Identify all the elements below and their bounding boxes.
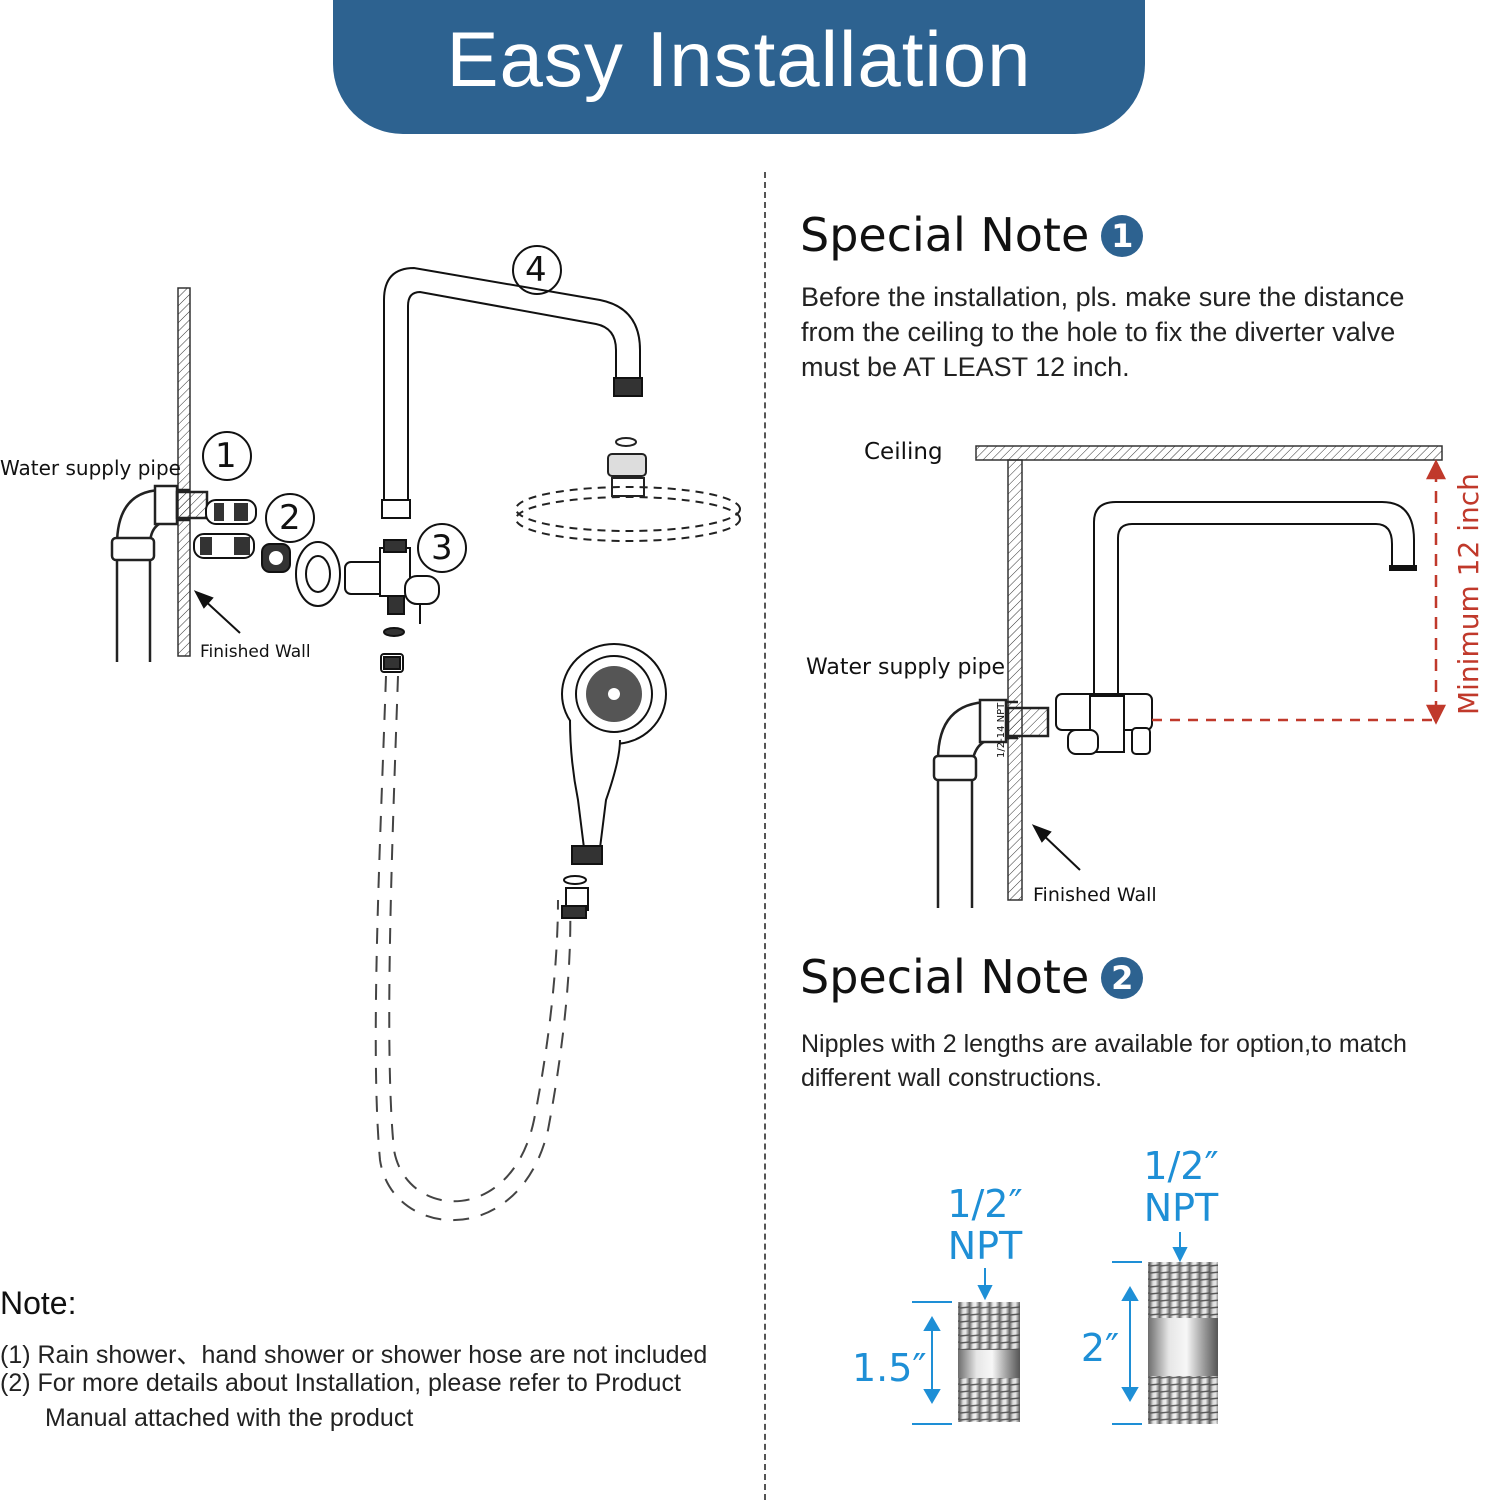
nipple-2-length: 2″ [1080,1326,1120,1370]
section-divider [764,172,766,1500]
nipple-2-inch [1148,1262,1218,1424]
special-note-1-badge: 1 [1101,215,1144,257]
finished-wall-arrow-right [1031,824,1081,871]
water-supply-pipe-label-right: Water supply pipe [806,655,1006,680]
callout-1: 1 [215,436,237,476]
callout-4: 4 [525,250,547,290]
finished-wall-label-right: Finished Wall [1033,884,1157,906]
water-supply-pipe-right [932,698,1050,908]
special-note-2-text: Nipples with 2 lengths are available for… [801,1027,1407,1095]
nipple-1-length: 1.5″ [852,1346,927,1390]
note-item-2-cont: Manual attached with the product [45,1404,414,1432]
nipple-1-5-dimension [912,1268,993,1425]
nipple-1-size-line-1: 1/2″ [947,1182,1023,1226]
nipple-1-5-inch [958,1302,1020,1422]
special-note-1-title: Special Note 1 [800,208,1144,262]
part-4-shower-arm [381,245,643,519]
nipple-2-size-line-2: NPT [1143,1186,1219,1230]
water-supply-pipe-left [110,484,209,662]
diverter-valve-right [1055,693,1153,755]
water-supply-pipe-label: Water supply pipe [0,456,181,480]
shower-arm-right [1093,501,1417,700]
callout-3: 3 [431,528,453,568]
special-note-1-text: Before the installation, pls. make sure … [801,280,1404,385]
hand-shower [561,643,667,919]
notes-heading: Note: [0,1285,77,1321]
callout-2: 2 [279,498,301,538]
finished-wall-right [1007,459,1023,901]
ceiling-label: Ceiling [864,439,943,465]
ceiling [975,445,1443,461]
finished-wall-label: Finished Wall [200,642,311,662]
part-1-nipples [193,431,257,559]
header-banner: Easy Installation [333,0,1145,134]
part-2-adapter [261,493,315,573]
nipple-2-dimension [1112,1232,1188,1425]
note-item-2: (2) For more details about Installation,… [0,1369,681,1397]
special-note-1-line-2: from the ceiling to the hole to fix the … [801,317,1396,347]
nipple-1-size-line-2: NPT [947,1224,1023,1268]
special-note-2-label: Special Note [800,950,1090,1004]
rain-shower-head [515,437,741,542]
finished-wall-left [177,287,191,657]
special-note-2-title: Special Note 2 [800,950,1144,1004]
nipple-2-size-line-1: 1/2″ [1143,1144,1219,1188]
special-note-1-line-3: must be AT LEAST 12 inch. [801,352,1130,382]
note-item-1: (1) Rain shower、hand shower or shower ho… [0,1341,708,1369]
special-note-2-badge: 2 [1101,957,1144,999]
page-title: Easy Installation [446,15,1032,103]
part-3-diverter-valve [295,523,467,673]
special-note-2-line-2: different wall constructions. [801,1064,1103,1092]
special-note-1-label: Special Note [800,208,1090,262]
minimum-distance-dimension [1152,459,1447,725]
finished-wall-arrow-left [193,590,241,634]
shower-hose [374,675,572,1222]
special-note-2-line-1: Nipples with 2 lengths are available for… [801,1030,1407,1058]
special-note-1-line-1: Before the installation, pls. make sure … [801,282,1405,312]
